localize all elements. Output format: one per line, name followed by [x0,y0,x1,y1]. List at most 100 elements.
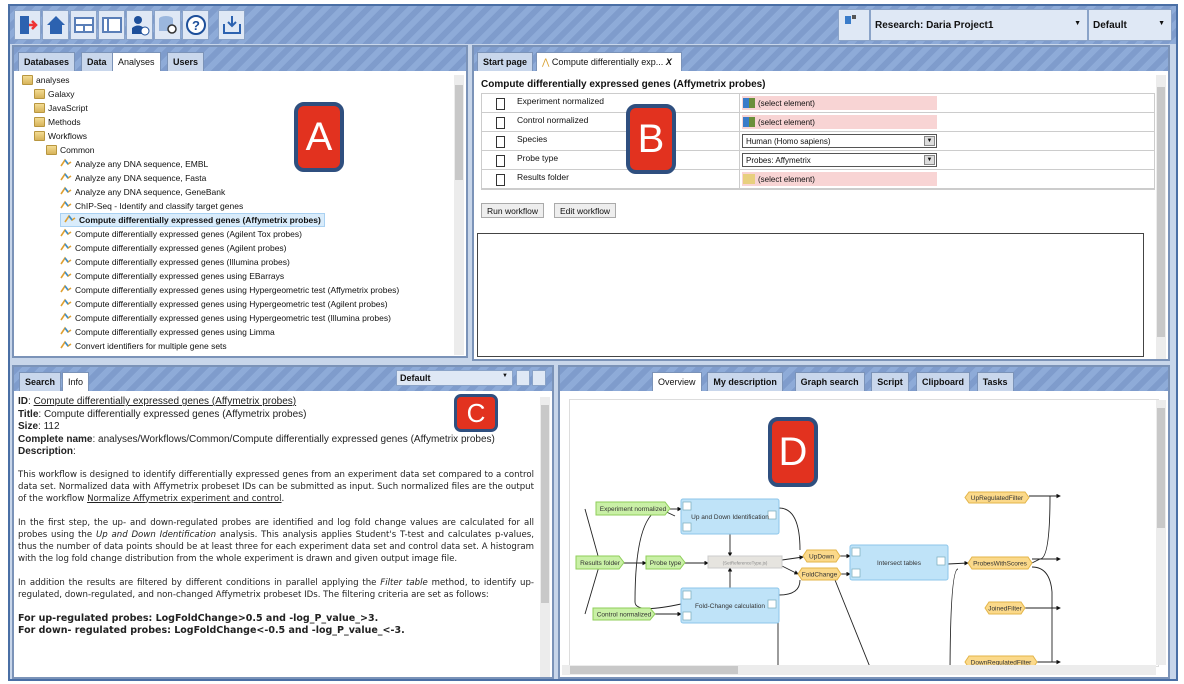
node-updown[interactable]: UpDown [802,549,841,563]
info-scrollbar[interactable] [540,397,550,677]
run-workflow-button[interactable]: Run workflow [481,203,545,218]
tree-item[interactable]: Galaxy [34,87,74,101]
port[interactable] [767,599,777,609]
tree-item[interactable]: ChIP-Seq - Identify and classify target … [60,199,243,213]
node-fcc[interactable]: Fold-Change calculation [680,587,780,624]
layout-horizontal-icon[interactable] [70,10,97,40]
port[interactable] [767,510,777,520]
tree-item[interactable]: Analyze any DNA sequence, EMBL [60,157,208,171]
node-downfilter[interactable]: DownRegulatedFilter [964,655,1038,667]
normalize-workflow-link[interactable]: Normalize Affymetrix experiment and cont… [87,493,282,504]
view-select[interactable]: Default▼ [396,370,513,386]
tree-item[interactable]: Compute differentially expressed genes (… [60,241,287,255]
tree-item[interactable]: Compute differentially expressed genes u… [60,269,284,283]
tree-item[interactable]: Methods [34,115,81,129]
tree-item[interactable]: Compute differentially expressed genes (… [60,227,302,241]
tree-item[interactable]: Compute differentially expressed genes u… [60,283,399,297]
tree-item[interactable]: Compute differentially expressed genes u… [60,325,275,339]
node-foldchange[interactable]: FoldChange [797,567,842,581]
tree-item[interactable]: Compute differentially expressed genes u… [60,311,391,325]
tab-script[interactable]: Script [871,372,909,391]
param-select-element[interactable]: (select element) [742,172,937,186]
node-results[interactable]: Results folder [575,555,625,570]
param-label: Results folder [482,170,740,188]
tree-item[interactable]: Analyze any DNA sequence, Fasta [60,171,206,185]
close-tab-icon[interactable]: X [665,57,672,67]
port[interactable] [682,590,692,600]
connector [778,507,801,551]
project-select[interactable]: Research: Daria Project1▼ [870,9,1088,41]
node-label: Control normalized [597,612,652,619]
project-icon[interactable] [838,9,870,41]
node-probe[interactable]: Probe type [645,555,686,570]
tree-item[interactable]: Compute differentially expressed genes (… [60,213,325,227]
document-icon[interactable] [516,370,530,386]
port[interactable] [936,556,946,566]
tab-databases[interactable]: Databases [18,52,76,71]
node-updown_id[interactable]: Up and Down Identification [680,498,780,535]
download-icon[interactable] [218,10,245,40]
node-label: Experiment normalized [600,506,667,513]
node-upfilter[interactable]: UpRegulatedFilter [964,491,1030,504]
tab-search[interactable]: Search [19,372,62,391]
tree-item[interactable]: Common [46,143,94,157]
tree-item[interactable]: JavaScript [34,101,88,115]
tree-item[interactable]: Analyze any DNA sequence, GeneBank [60,185,225,199]
node-pws[interactable]: ProbesWithScores [967,556,1033,570]
user-info-icon[interactable] [126,10,153,40]
tree-item-label: Analyze any DNA sequence, EMBL [75,159,209,169]
workflow-icon [60,185,72,199]
document-scrollbar[interactable] [1156,75,1166,359]
tab-graph-search[interactable]: Graph search [794,372,865,391]
tab-overview[interactable]: Overview [652,372,702,391]
help-icon[interactable]: ? [182,10,209,40]
tree-item-label: Compute differentially expressed genes u… [75,271,285,281]
id-link[interactable]: Compute differentially expressed genes (… [33,396,297,407]
port[interactable] [682,522,692,532]
logout-icon[interactable] [14,10,41,40]
node-ctrl[interactable]: Control normalized [592,607,656,621]
edit-workflow-button[interactable]: Edit workflow [554,203,617,218]
workflow-icon [60,255,72,269]
node-exp[interactable]: Experiment normalized [595,501,671,516]
port[interactable] [851,547,861,557]
tab-start-page[interactable]: Start page [477,52,534,71]
tab-workflow[interactable]: ⋀ Compute differentially exp... X [536,52,682,71]
node-setref[interactable]: (SetReferenceType.js) [707,555,783,569]
tree-item[interactable]: Compute differentially expressed genes u… [60,297,388,311]
tree-item[interactable]: Compute differentially expressed genes (… [60,255,290,269]
database-settings-icon[interactable] [154,10,181,40]
home-icon[interactable] [42,10,69,40]
port[interactable] [682,501,692,511]
tab-tasks[interactable]: Tasks [976,372,1014,391]
diagram-v-scrollbar[interactable] [1156,400,1166,665]
tree-item[interactable]: Workflows [34,129,87,143]
param-select-element[interactable]: (select element) [742,96,937,110]
node-intersect[interactable]: Intersect tables [849,544,949,581]
tab-users[interactable]: Users [167,52,205,71]
workflow-icon [60,325,72,339]
node-joined[interactable]: JoinedFilter [984,601,1026,615]
layout-vertical-icon[interactable] [98,10,125,40]
workflow-diagram[interactable]: Experiment normalized Up and Down Identif… [569,399,1159,667]
param-dropdown[interactable]: Probes: Affymetrix▼ [742,153,937,167]
param-dropdown[interactable]: Human (Homo sapiens)▼ [742,134,937,148]
perspective-select[interactable]: Default▼ [1088,9,1172,41]
tree-scrollbar[interactable] [454,75,464,355]
diagram-h-scrollbar[interactable] [562,665,1156,675]
tab-clipboard[interactable]: Clipboard [916,372,970,391]
tab-info[interactable]: Info [62,372,90,391]
tree-item[interactable]: Convert identifiers for multiple gene se… [60,339,227,353]
parameters-table: Experiment normalized(select element)Con… [481,93,1155,190]
tab-data[interactable]: Data [81,52,113,71]
table-icon [743,98,755,108]
param-select-element[interactable]: (select element) [742,115,937,129]
port[interactable] [682,611,692,621]
port[interactable] [851,568,861,578]
tree-item[interactable]: analyses [22,73,70,87]
node-label: Up and Down Identification [691,514,769,521]
tab-my-description[interactable]: My description [707,372,783,391]
tab-analyses[interactable]: Analyses [112,52,161,71]
edit-icon[interactable] [532,370,546,386]
